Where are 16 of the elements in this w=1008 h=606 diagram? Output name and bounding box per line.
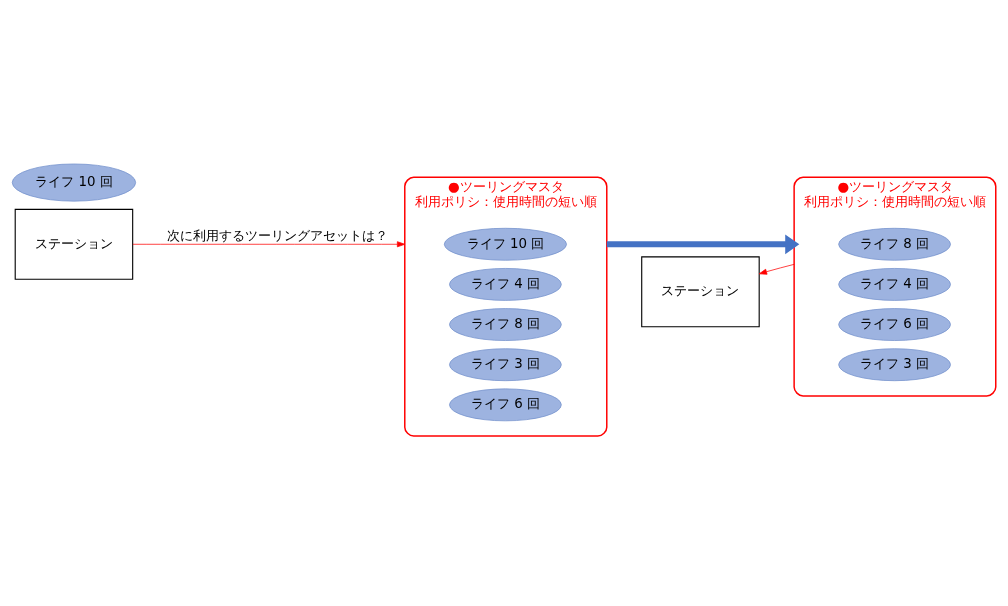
arrow <box>758 263 795 275</box>
node-ellipse: ライフ 3 回 <box>449 348 562 382</box>
node-ellipse: ライフ 6 回 <box>838 308 951 341</box>
node-ellipse: ライフ 8 回 <box>449 308 562 341</box>
arrow <box>132 241 406 248</box>
node-ellipse: ライフ 10 回 <box>443 227 567 261</box>
edge-label: 次に利用するツーリングアセットは？ <box>167 228 389 244</box>
node-box: ステーション <box>14 208 134 280</box>
node-ellipse: ライフ 4 回 <box>449 268 562 301</box>
arrow <box>606 234 800 255</box>
node-ellipse: ライフ 4 回 <box>838 268 951 301</box>
node-box: ステーション <box>641 256 760 328</box>
node-ellipse: ライフ 8 回 <box>838 227 951 261</box>
node-ellipse: ライフ 3 回 <box>838 348 951 382</box>
node-ellipse: ライフ 6 回 <box>449 388 562 422</box>
node-ellipse: ライフ 10 回 <box>11 163 136 202</box>
